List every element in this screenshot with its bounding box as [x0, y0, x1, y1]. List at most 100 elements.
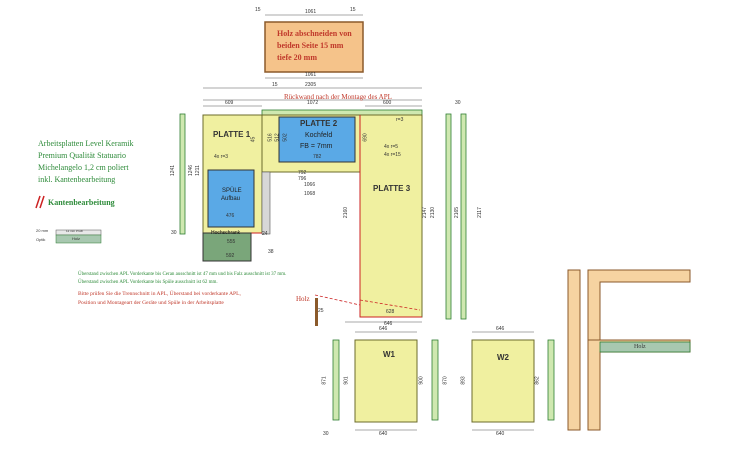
- holz-note-box: [264, 21, 364, 73]
- dim-1211: 1211: [194, 165, 201, 176]
- section-optik: Optik: [36, 237, 46, 242]
- holz-edge-band: [599, 341, 691, 353]
- holz-board-label: Holz: [634, 344, 646, 350]
- info-line-4: inkl. Kantenbearbeitung: [38, 175, 116, 184]
- dim-30-w1: 30: [323, 431, 329, 437]
- dim-w1-top: 646: [379, 326, 388, 332]
- dim-1072: 1072: [307, 100, 319, 106]
- info-line-2: Premium Qualität Statuario: [38, 151, 126, 160]
- wall-w2: [471, 339, 535, 423]
- dim-note-left: 15: [255, 7, 261, 13]
- filler-strip: [261, 171, 271, 235]
- dim-796: 796: [298, 176, 307, 182]
- sink-label: SPÜLE: [222, 188, 242, 194]
- wood-board-vertical-1: [567, 269, 581, 431]
- back-wall-strip: [261, 109, 423, 116]
- dim-1241: 1241: [170, 164, 177, 177]
- dim-2160: 2160: [343, 206, 350, 219]
- dim-note-bottom: 1061: [305, 72, 317, 78]
- right-wall-strip-1: [445, 113, 452, 320]
- dim-1066: 1066: [304, 182, 316, 188]
- dim-w2-top: 646: [496, 326, 505, 332]
- wall-w2-label: W2: [497, 353, 509, 362]
- dim-4xr5: 4x r=5: [384, 144, 399, 150]
- dim-note-top: 1061: [305, 9, 317, 15]
- dim-45: 45: [250, 136, 257, 143]
- dim-30-left: 30: [171, 230, 177, 236]
- note-line-2: beiden Seite 15 mm: [277, 41, 344, 50]
- dim-15: 15: [272, 82, 278, 88]
- cooktop-label: Kochfeld: [305, 132, 333, 139]
- dim-2147: 2147: [422, 206, 429, 219]
- dim-note-right: 15: [350, 7, 356, 13]
- legend-edge-label: Kantenbearbeitung: [48, 198, 115, 207]
- info-line-3: Michelangelo 1,2 cm poliert: [38, 163, 129, 172]
- dim-893: 893: [460, 376, 467, 385]
- dim-30: 30: [455, 100, 461, 106]
- dim-600: 600: [383, 100, 392, 106]
- dim-4xr15: 4x r=15: [384, 152, 401, 158]
- dim-502: 502: [282, 133, 289, 142]
- dim-862: 862: [534, 376, 541, 385]
- section-holz: Holz: [72, 236, 81, 241]
- note-3: Bitte prüfen Sie die Trennschnitt in APL…: [78, 291, 241, 297]
- holz-tag-label: Holz: [296, 295, 310, 303]
- w2-right-strip: [547, 339, 555, 421]
- sink-sub-label: Aufbau: [221, 196, 241, 202]
- right-wall-strip-2: [460, 113, 467, 320]
- dim-900: 900: [418, 376, 425, 385]
- dim-870: 870: [442, 376, 449, 385]
- dim-476: 476: [226, 213, 235, 219]
- dim-2117: 2117: [476, 207, 483, 218]
- dim-555: 555: [227, 239, 236, 245]
- dim-2130: 2130: [430, 206, 437, 219]
- back-wall-label: Rückwand nach der Montage des APL: [284, 93, 392, 101]
- cooktop-fb: FB = 7mm: [300, 143, 333, 150]
- dim-2305: 2305: [305, 82, 317, 88]
- plate-1-label: PLATTE 1: [213, 130, 251, 139]
- plate-2-label: PLATTE 2: [300, 119, 338, 128]
- dim-690: 690: [362, 133, 369, 142]
- sink-cutout: [207, 169, 255, 228]
- dim-4xr3: 4x r=3: [214, 154, 229, 160]
- dim-871: 871: [321, 376, 328, 385]
- wall-w1: [354, 339, 418, 423]
- dim-646: 646: [384, 321, 393, 327]
- dim-592: 592: [226, 253, 235, 259]
- dim-609: 609: [225, 100, 234, 106]
- plate-3: [359, 114, 423, 318]
- holz-post: [315, 298, 318, 326]
- dim-2165: 2165: [454, 206, 461, 219]
- dim-792: 792: [298, 170, 307, 176]
- section-dim: 20 mm: [36, 228, 49, 233]
- dim-38: 38: [268, 249, 274, 255]
- note-1: Überstand zwischen APL Vorderkante bis C…: [78, 272, 287, 277]
- dim-w1-bottom: 640: [379, 431, 388, 437]
- w1-left-strip: [332, 339, 340, 421]
- dim-901: 901: [343, 376, 350, 385]
- dim-1246: 1246: [188, 164, 195, 177]
- dim-516: 516: [267, 133, 274, 142]
- note-4: Position und Montageart der Geräte und S…: [78, 300, 224, 306]
- plate-3-label: PLATTE 3: [373, 184, 411, 193]
- w1-right-strip: [431, 339, 439, 421]
- note-2: Überstand zwischen APL Vorderkante bis S…: [78, 280, 218, 285]
- section-top: 12 mm Profil: [66, 229, 83, 233]
- tall-cabinet-label: Hochschrank: [211, 230, 241, 236]
- dim-1068: 1068: [304, 191, 316, 197]
- dim-25: 25: [318, 308, 324, 314]
- dim-w2-bottom: 640: [496, 431, 505, 437]
- left-wall-strip: [179, 113, 186, 235]
- wall-w1-label: W1: [383, 350, 395, 359]
- dim-24: 24: [262, 231, 268, 237]
- note-line-3: tiefe 20 mm: [277, 53, 317, 62]
- info-line-1: Arbeitsplatten Level Keramik: [38, 139, 134, 148]
- dim-628: 628: [386, 309, 395, 315]
- dim-512: 512: [274, 133, 281, 142]
- dim-782: 782: [313, 154, 322, 160]
- dim-r3: r=3: [396, 117, 404, 123]
- wood-board-corner-bottom: [587, 339, 691, 431]
- note-line-1: Holz abschneiden von: [277, 29, 352, 38]
